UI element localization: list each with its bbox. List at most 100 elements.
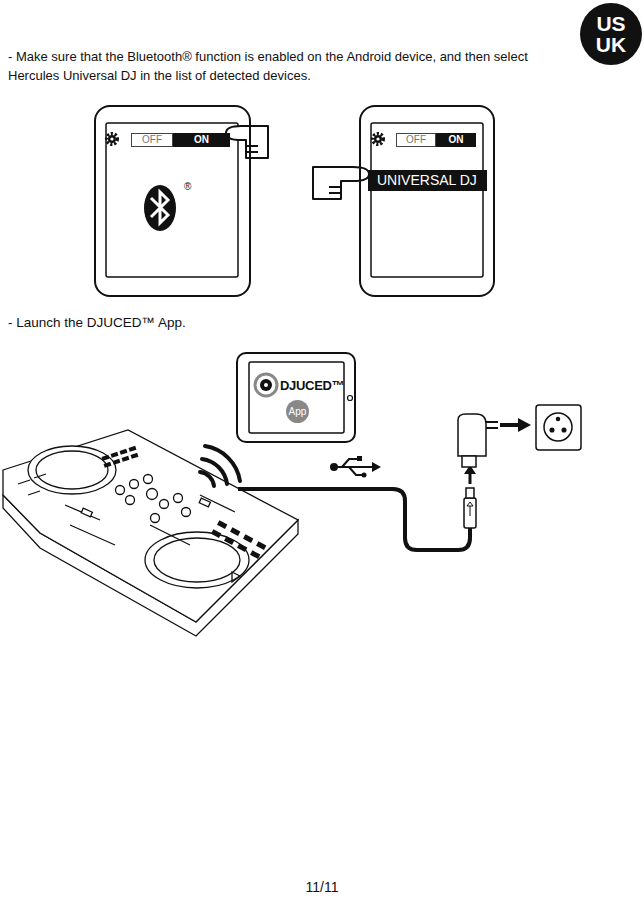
usb-cable xyxy=(467,502,473,516)
phone-screen xyxy=(106,123,238,277)
dj-controller xyxy=(36,451,108,489)
tablet-frame: DJUCED™ App xyxy=(236,352,356,443)
usb-symbol xyxy=(349,467,362,475)
dj-controller xyxy=(102,455,110,461)
dj-controller xyxy=(211,529,221,538)
power-adapter xyxy=(462,456,476,467)
dj-controller xyxy=(217,520,227,529)
instruction-text: - Launch the DJUCED™ App. xyxy=(8,314,186,332)
dj-controller xyxy=(120,449,128,455)
usb-symbol xyxy=(331,456,381,478)
usb-cable xyxy=(464,498,476,528)
instruction-text: - Make sure that the Bluetooth® function… xyxy=(8,47,578,85)
tablet-screen xyxy=(260,379,272,391)
dj-controller xyxy=(28,446,116,494)
settings-gear xyxy=(108,135,116,143)
dj-controller xyxy=(18,474,46,495)
wall-socket xyxy=(557,418,560,421)
settings-gear xyxy=(107,134,118,145)
phone-frame: OFFON UNIVERSAL DJ xyxy=(359,105,495,297)
app-logo-text: DJUCED™ xyxy=(280,378,344,393)
usb-cable xyxy=(238,489,470,550)
dj-controller xyxy=(147,489,158,500)
wireless-waves xyxy=(202,459,227,484)
dj-controller xyxy=(3,430,298,622)
wall-socket xyxy=(550,428,554,432)
page-number: 11/11 xyxy=(0,879,644,895)
dj-controller xyxy=(151,514,160,523)
usb-symbol xyxy=(334,466,372,468)
tablet-screen xyxy=(249,362,353,433)
bluetooth-logo xyxy=(144,185,176,231)
wall-socket xyxy=(544,413,572,441)
toggle-off: OFF xyxy=(131,133,173,147)
usb-symbol xyxy=(342,459,357,467)
region-badge: USUK xyxy=(580,3,642,65)
toggle-on: ON xyxy=(436,133,476,147)
settings-gear xyxy=(374,135,382,143)
usb-symbol xyxy=(362,473,367,478)
phone-frame: OFFON ® xyxy=(94,105,251,297)
wireless-waves xyxy=(200,446,240,486)
dj-controller xyxy=(129,446,137,452)
dj-controller xyxy=(232,572,240,582)
dj-controller xyxy=(65,495,235,545)
wall-socket xyxy=(562,428,566,432)
wireless-waves xyxy=(205,446,240,481)
pointing-hand xyxy=(329,187,341,193)
dj-controller xyxy=(81,508,92,517)
toggle-on: ON xyxy=(173,133,230,147)
usb-cable xyxy=(238,465,476,550)
phone-screen xyxy=(371,123,483,277)
toggle-off: OFF xyxy=(396,133,436,147)
dj-controller xyxy=(122,456,130,462)
dj-controller xyxy=(224,536,234,545)
dj-controller xyxy=(104,462,112,468)
dj-controller xyxy=(3,430,298,636)
power-adapter xyxy=(458,414,531,467)
dj-controller xyxy=(160,500,169,509)
dj-controller xyxy=(144,475,153,484)
dj-controller xyxy=(174,494,183,503)
dj-controller xyxy=(111,452,119,458)
dj-controller xyxy=(243,534,253,543)
usb-symbol xyxy=(372,462,381,472)
dj-controller xyxy=(237,543,247,552)
tablet-screen xyxy=(249,362,344,433)
dj-controller xyxy=(116,486,125,495)
tablet-screen xyxy=(348,396,353,401)
registered-mark: ® xyxy=(184,182,191,192)
wall-socket xyxy=(536,405,581,450)
wall-socket xyxy=(536,405,581,450)
dj-controller xyxy=(182,508,191,517)
badge-text: US xyxy=(580,12,642,35)
settings-gear xyxy=(373,134,384,145)
dj-controller xyxy=(230,527,240,536)
dj-controller xyxy=(154,538,240,582)
app-badge: App xyxy=(286,400,309,423)
dj-controller xyxy=(256,541,266,550)
dj-controller xyxy=(113,459,121,465)
dj-controller xyxy=(199,498,210,507)
power-adapter xyxy=(458,414,486,456)
power-adapter xyxy=(500,423,520,427)
pointing-hand xyxy=(246,146,258,152)
pointing-hand xyxy=(226,126,369,199)
usb-symbol xyxy=(357,456,362,461)
device-name-band: UNIVERSAL DJ xyxy=(368,170,487,191)
settings-gear xyxy=(376,137,379,140)
tablet-screen xyxy=(264,383,268,387)
power-adapter xyxy=(486,422,498,428)
tablet-screen xyxy=(255,374,277,396)
power-adapter xyxy=(518,418,531,432)
badge-text: UK xyxy=(580,33,642,56)
dj-controller xyxy=(126,496,135,505)
bluetooth-logo xyxy=(144,185,176,231)
pointing-hand xyxy=(226,126,268,158)
settings-gear xyxy=(110,137,113,140)
usb-cable xyxy=(466,488,474,498)
phone-screen xyxy=(106,123,483,277)
dj-controller xyxy=(250,550,260,559)
